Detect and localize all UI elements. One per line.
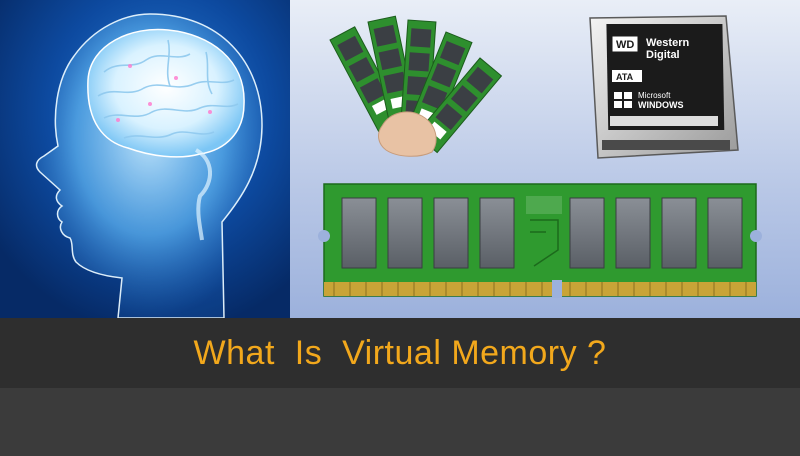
caption-bar xyxy=(0,318,800,388)
bottom-band xyxy=(0,388,800,456)
ram-sticks-in-hand xyxy=(329,15,503,157)
caption-title: What Is Virtual Memory ? xyxy=(193,334,607,372)
hdd-logo-letters: WD xyxy=(616,39,634,51)
brain-illustration xyxy=(0,0,290,318)
windows-logo-icon xyxy=(614,92,632,108)
hdd-interface-badge: ATA xyxy=(616,72,634,82)
hardware-illustration: WD Western Digital ATA Microsoft WINDOWS xyxy=(290,0,800,318)
hdd-os-line-1: Microsoft xyxy=(638,91,671,100)
hdd-brand-line-1: Western xyxy=(646,37,689,49)
ram-module xyxy=(318,183,762,298)
hard-drive: WD Western Digital ATA Microsoft WINDOWS xyxy=(589,15,739,159)
hdd-brand-line-2: Digital xyxy=(646,49,680,61)
hdd-os-line-2: WINDOWS xyxy=(638,100,684,110)
